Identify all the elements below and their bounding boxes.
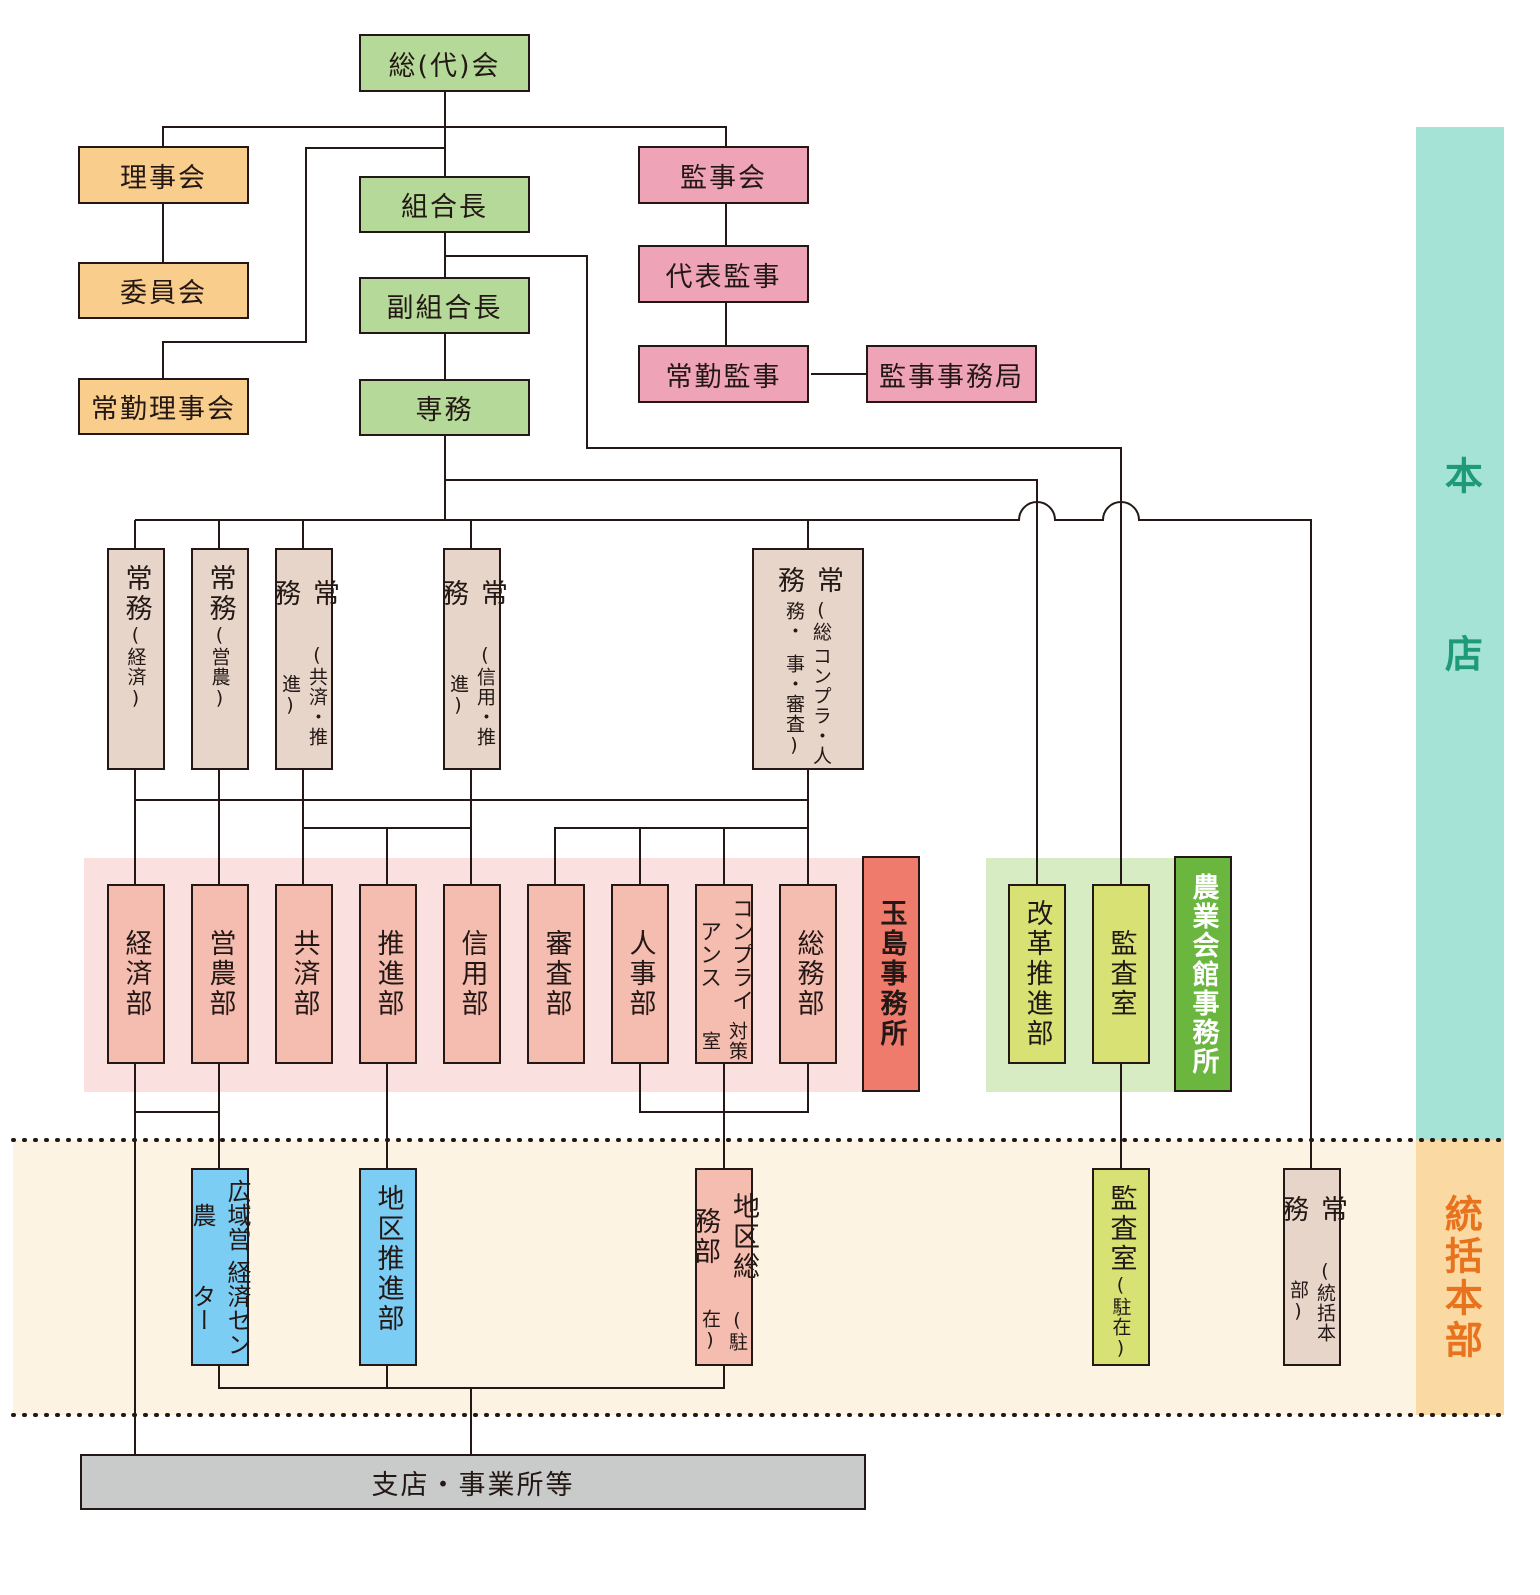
district-promotion-label: 地区推進部 xyxy=(372,1184,404,1334)
district-general-affairs-dept: 地区総務部 (駐在) xyxy=(689,1168,759,1366)
standing-auditor-box: 常勤監事 xyxy=(638,345,809,403)
board-of-directors-label: 理事会 xyxy=(120,162,207,194)
md-title: 常務 xyxy=(269,578,339,609)
dept-mutual-aid: 共済部 xyxy=(275,884,333,1064)
dept-personnel: 人事部 xyxy=(611,884,669,1064)
managing-director-mutual-aid: 常務 (共済・推進) xyxy=(269,548,339,770)
regional-farming-center: 広域営農経済センター xyxy=(188,1168,251,1366)
md-title: 常務 xyxy=(120,564,152,624)
audit-office-resident: 監査室(駐在) xyxy=(1092,1168,1150,1366)
vice-president-label: 副組合長 xyxy=(386,293,503,324)
dept-label: コンプライアンス xyxy=(696,897,753,1013)
tamashima-office-label: 玉島事務所 xyxy=(875,899,907,1049)
committee-label: 委員会 xyxy=(120,278,207,309)
dept-credit: 信用部 xyxy=(443,884,501,1064)
dept-label: 人事部 xyxy=(624,929,656,1019)
audit-secretariat-box: 監事事務局 xyxy=(866,345,1037,403)
district-promotion-dept: 地区推進部 xyxy=(359,1168,417,1366)
dept-label: 審査部 xyxy=(540,929,572,1019)
general-assembly-box: 総(代)会 xyxy=(359,34,530,92)
dept-screening: 審査部 xyxy=(527,884,585,1064)
dept-label: 共済部 xyxy=(288,929,320,1019)
audit-office-label: 監査室 xyxy=(1105,929,1137,1019)
audit-board-box: 監事会 xyxy=(638,146,809,204)
honten-band-label: 本店 xyxy=(1416,127,1504,1140)
md-regional-scope: (統括本部) xyxy=(1287,1260,1336,1344)
dept-label: 経済部 xyxy=(120,929,152,1019)
md-title: 常務 xyxy=(204,564,236,624)
md-scope: (共済・推進) xyxy=(279,644,328,748)
standing-board-box: 常勤理事会 xyxy=(78,378,249,435)
toukatsu-band xyxy=(1416,1140,1504,1415)
toukatsu-label: 統括本部 xyxy=(1438,1193,1483,1362)
kaikan-office-tag: 農業会館事務所 xyxy=(1174,856,1232,1092)
honten-band xyxy=(1416,127,1504,1140)
md-scope: (信用・推進) xyxy=(447,644,496,748)
regional-farming-label-2: 経済センター xyxy=(188,1260,251,1357)
md-scope: (営農) xyxy=(208,624,231,710)
standing-auditor-label: 常勤監事 xyxy=(665,361,782,393)
branches-box: 支店・事業所等 xyxy=(80,1454,866,1510)
dept-label: 総務部 xyxy=(792,929,824,1019)
regional-farming-label: 広域営農 xyxy=(188,1179,251,1252)
audit-office-resident-label: 監査室 xyxy=(1105,1184,1137,1274)
audit-office-resident-note: (駐在) xyxy=(1109,1274,1132,1360)
tamashima-office-tag: 玉島事務所 xyxy=(862,856,920,1092)
md-title: 常務 xyxy=(437,578,507,609)
dept-promotion: 推進部 xyxy=(359,884,417,1064)
managing-director-general-affairs: 常務(総務・コンプラ・人事・審査) xyxy=(752,548,864,770)
md-scope-2: コンプラ・人事・審査) xyxy=(783,645,832,766)
branches-label: 支店・事業所等 xyxy=(371,1469,575,1501)
managing-director-credit: 常務 (信用・推進) xyxy=(437,548,507,770)
dept-label: 営農部 xyxy=(204,929,236,1019)
audit-office: 監査室 xyxy=(1092,884,1150,1064)
org-lines xyxy=(134,92,1312,1455)
general-assembly-label: 総(代)会 xyxy=(388,50,501,82)
md-scope: (経済) xyxy=(124,624,147,710)
dept-label: 信用部 xyxy=(456,929,488,1019)
managing-director-farming: 常務(営農) xyxy=(191,548,249,770)
standing-board-label: 常勤理事会 xyxy=(91,394,236,425)
vice-president-box: 副組合長 xyxy=(359,277,530,334)
representative-auditor-box: 代表監事 xyxy=(638,245,809,303)
committee-box: 委員会 xyxy=(78,262,249,319)
representative-auditor-label: 代表監事 xyxy=(665,261,782,293)
district-general-affairs-label: 地区総務部 xyxy=(689,1192,759,1283)
md-regional-title: 常務 xyxy=(1277,1194,1347,1225)
dept-farming: 営農部 xyxy=(191,884,249,1064)
union-president-box: 組合長 xyxy=(359,176,530,233)
audit-secretariat-label: 監事事務局 xyxy=(879,361,1024,393)
toukatsu-band-label: 統括本部 xyxy=(1416,1140,1504,1415)
reform-promotion-dept: 改革推進部 xyxy=(1008,884,1066,1064)
md-title: 常務 xyxy=(773,565,843,596)
dept-label: 推進部 xyxy=(372,929,404,1019)
senior-director-box: 専務 xyxy=(359,379,530,436)
md-scope: (総務・ xyxy=(783,599,832,643)
senior-director-label: 専務 xyxy=(415,395,474,426)
dept-label-2: 対策室 xyxy=(699,1020,748,1061)
audit-board-label: 監事会 xyxy=(680,162,767,194)
dept-general-affairs: 総務部 xyxy=(779,884,837,1064)
dept-compliance: コンプライアンス対策室 xyxy=(695,884,753,1064)
union-president-label: 組合長 xyxy=(401,192,488,223)
honten-label: 本店 xyxy=(1438,455,1483,812)
kaikan-office-label: 農業会館事務所 xyxy=(1187,872,1219,1076)
board-of-directors-box: 理事会 xyxy=(78,146,249,204)
managing-director-regional-hq: 常務 (統括本部) xyxy=(1277,1168,1347,1366)
dept-economy: 経済部 xyxy=(107,884,165,1064)
district-general-affairs-note: (駐在) xyxy=(699,1308,748,1352)
managing-director-economy: 常務(経済) xyxy=(107,548,165,770)
reform-promotion-label: 改革推進部 xyxy=(1021,899,1053,1049)
